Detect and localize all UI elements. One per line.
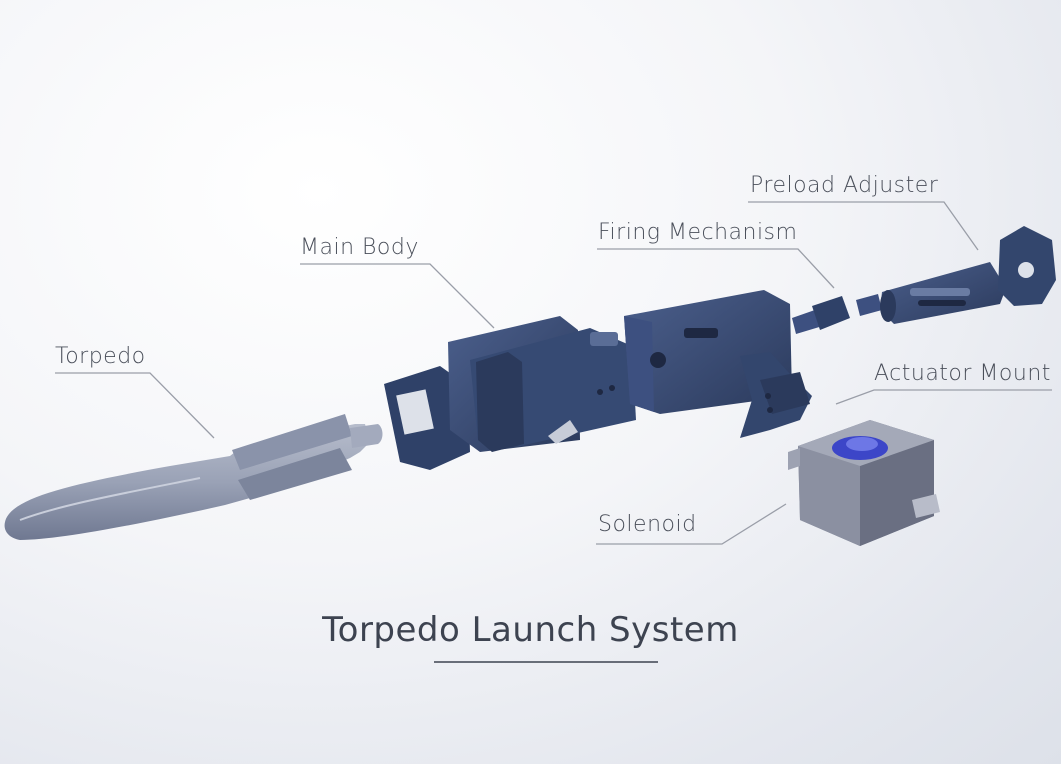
torpedo-part xyxy=(4,414,383,540)
main-body-part xyxy=(384,316,636,470)
preload-adjuster-callout-line xyxy=(748,201,979,251)
torpedo-callout-line xyxy=(55,372,215,439)
firing-mechanism-callout-line xyxy=(597,248,835,289)
diagram-title: Torpedo Launch System xyxy=(322,610,739,650)
preload-adjuster-part xyxy=(880,226,1056,324)
actuator-mount-callout-line xyxy=(835,389,1052,405)
actuator-mount-part xyxy=(740,352,812,438)
main-body-label: Main Body xyxy=(300,235,419,260)
main-body-callout-line xyxy=(300,263,495,329)
solenoid-callout-line xyxy=(596,503,787,545)
firing-mechanism-label: Firing Mechanism xyxy=(598,220,798,245)
torpedo-label: Torpedo xyxy=(55,344,146,369)
solenoid-part xyxy=(788,420,940,546)
actuator-mount-label: Actuator Mount xyxy=(874,361,1051,386)
preload-adjuster-label: Preload Adjuster xyxy=(750,173,939,198)
callout-lines xyxy=(55,201,1052,545)
solenoid-label: Solenoid xyxy=(598,512,697,537)
